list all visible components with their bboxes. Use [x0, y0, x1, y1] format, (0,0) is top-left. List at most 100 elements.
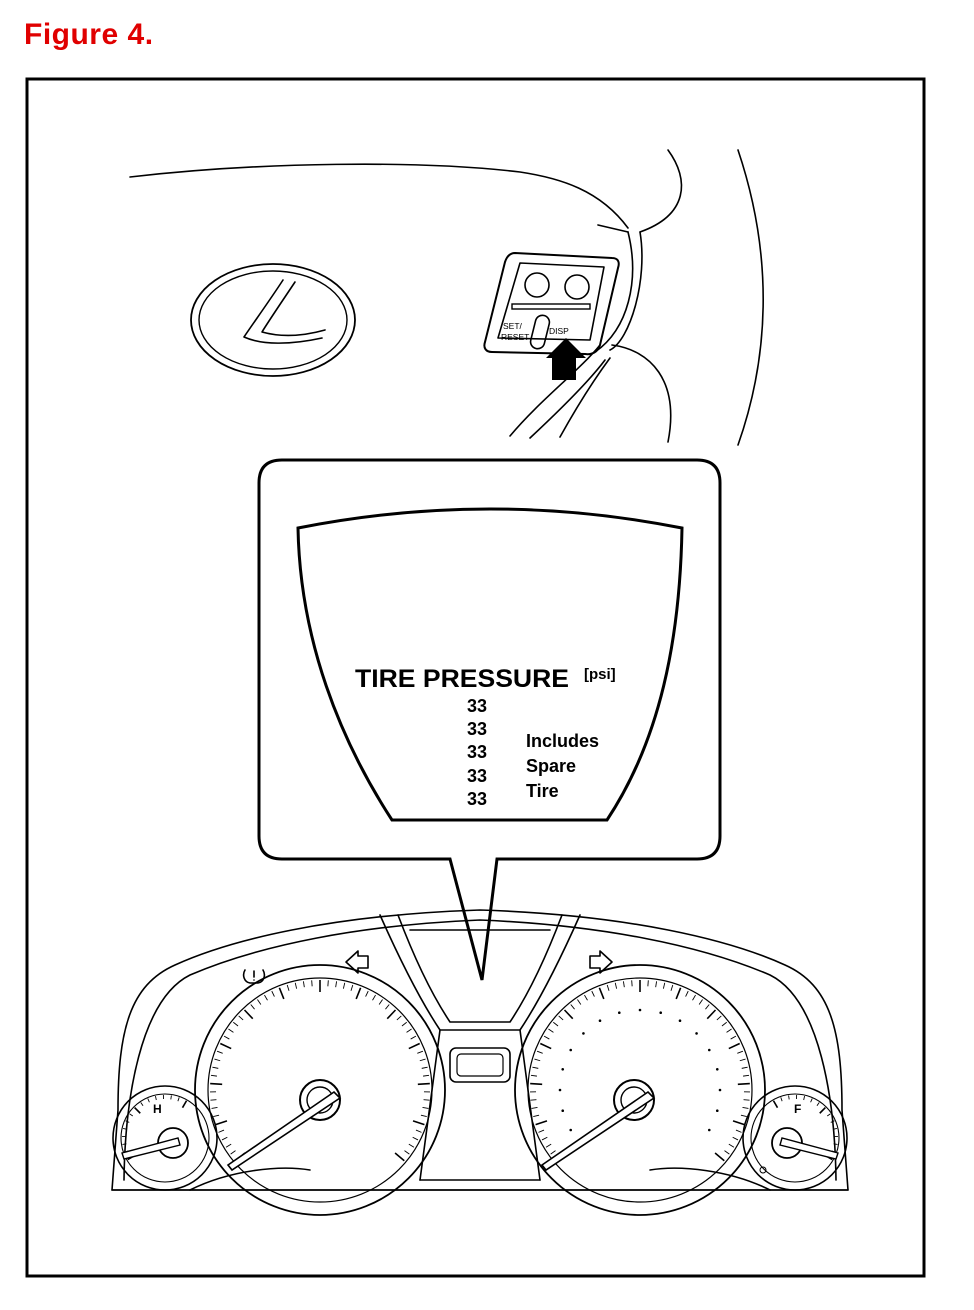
gauge-tick: [780, 1097, 783, 1102]
gauge-tick: [737, 1082, 750, 1086]
gauge-tick: [372, 994, 376, 1001]
gauge-tick: [741, 1066, 748, 1069]
gauge-tick: [541, 1136, 548, 1141]
gauge-tick: [404, 1150, 410, 1155]
gauge-tick: [394, 1152, 405, 1162]
gauge-tick: [122, 1127, 128, 1130]
gauge-tick: [788, 1095, 790, 1100]
gauge-dot: [561, 1067, 565, 1071]
gauge-tick: [210, 1082, 223, 1086]
gauge-dot: [561, 1109, 565, 1113]
gauge-tick: [662, 982, 666, 989]
gauge-tick: [271, 990, 275, 997]
pressure-value: 33: [467, 789, 487, 809]
speedometer-needle: [540, 1090, 656, 1172]
gauge-tick: [210, 1099, 217, 1101]
switch-button-right[interactable]: [564, 274, 590, 300]
tachometer-gauge: [194, 964, 446, 1216]
gauge-tick: [294, 982, 298, 989]
gauge-dot: [558, 1088, 562, 1092]
gauge-tick: [181, 1100, 188, 1109]
gauge-tick: [726, 1028, 732, 1033]
disp-label: DISP: [549, 326, 569, 336]
pressure-value: 33: [467, 742, 487, 762]
gauge-tick: [365, 990, 369, 997]
set-reset-label-2: RESET: [501, 332, 529, 342]
gauge-tick: [218, 1129, 225, 1133]
switch-button-left[interactable]: [524, 272, 550, 298]
gauge-tick: [819, 1107, 826, 1114]
gauge-dot: [707, 1048, 711, 1052]
gauge-tick: [342, 982, 346, 989]
gauge-tick: [732, 1120, 745, 1126]
gauge-tick: [539, 1042, 552, 1050]
set-reset-disp-rocker[interactable]: [529, 314, 551, 350]
gauge-tick: [714, 1152, 725, 1162]
gauge-tick: [558, 1015, 564, 1021]
gauge-tick: [264, 994, 268, 1001]
gauge-tick: [219, 1042, 232, 1050]
gauge-tick: [420, 1114, 427, 1118]
up-arrow-icon: [546, 338, 586, 380]
gauge-tick: [550, 1150, 556, 1155]
gauge-tick: [417, 1050, 424, 1054]
gauge-tick: [223, 1035, 230, 1040]
gauge-tick: [154, 1095, 157, 1101]
gauge-tick: [830, 1120, 835, 1123]
set-reset-label: SET/: [503, 321, 523, 331]
gauge-tick: [538, 1129, 545, 1133]
gauge-dot: [638, 1008, 642, 1012]
gauge-tick: [533, 1114, 540, 1118]
gauge-tick: [833, 1143, 838, 1145]
gauge-dot: [569, 1128, 573, 1132]
gauge-tick: [122, 1143, 127, 1145]
gauge-dot: [659, 1011, 663, 1015]
gauge-tick: [417, 1082, 430, 1086]
gauge-tick: [408, 1143, 415, 1148]
gauge-tick: [286, 984, 290, 991]
gauge-tick: [401, 1021, 407, 1027]
gauge-tick: [732, 1136, 739, 1141]
gauge-tick: [257, 999, 262, 1005]
gauge-tick: [422, 1107, 429, 1109]
gauge-tick: [211, 1107, 218, 1109]
gauge-tick: [225, 1143, 232, 1148]
gauge-tick: [570, 1004, 575, 1010]
speedometer-gauge: [514, 964, 766, 1216]
gauge-tick: [705, 1004, 710, 1010]
gauge-tick: [622, 981, 625, 988]
gauge-tick: [598, 987, 605, 1000]
gauge-dot: [678, 1019, 682, 1023]
steering-wheel: [129, 149, 764, 446]
gauge-tick: [606, 984, 610, 991]
gauge-tick: [412, 1136, 419, 1141]
gauge-tick: [412, 1120, 425, 1126]
gauge-tick: [423, 1099, 430, 1101]
gauge-tick: [698, 999, 703, 1005]
gauge-tick: [386, 1009, 397, 1020]
fuel-gauge: F: [742, 1085, 848, 1191]
gauge-tick: [670, 984, 674, 991]
temperature-gauge: H: [112, 1085, 218, 1191]
gauge-tick: [737, 1050, 744, 1054]
gauge-tick: [816, 1102, 820, 1107]
gauge-tick: [692, 994, 696, 1001]
gauge-tick: [675, 987, 682, 1000]
display-unit: [psi]: [584, 666, 616, 683]
gauge-tick: [238, 1015, 244, 1021]
gauge-tick: [406, 1028, 412, 1033]
gauge-tick: [140, 1102, 144, 1107]
gauge-tick: [743, 1099, 750, 1101]
display-note-line: Spare: [526, 756, 576, 776]
gauge-tick: [721, 1021, 727, 1027]
multi-info-display-screen: [296, 507, 684, 822]
gauge-tick: [706, 1009, 717, 1020]
tire-pressure-warning-icon: [242, 969, 266, 984]
gauge-tick: [410, 1035, 417, 1040]
gauge-tick: [803, 1095, 806, 1101]
gauge-tick: [396, 1015, 402, 1021]
gauge-tick: [543, 1035, 550, 1040]
gauge-tick: [415, 1129, 422, 1133]
gauge-tick: [742, 1107, 749, 1109]
figure-border: [25, 77, 926, 1278]
